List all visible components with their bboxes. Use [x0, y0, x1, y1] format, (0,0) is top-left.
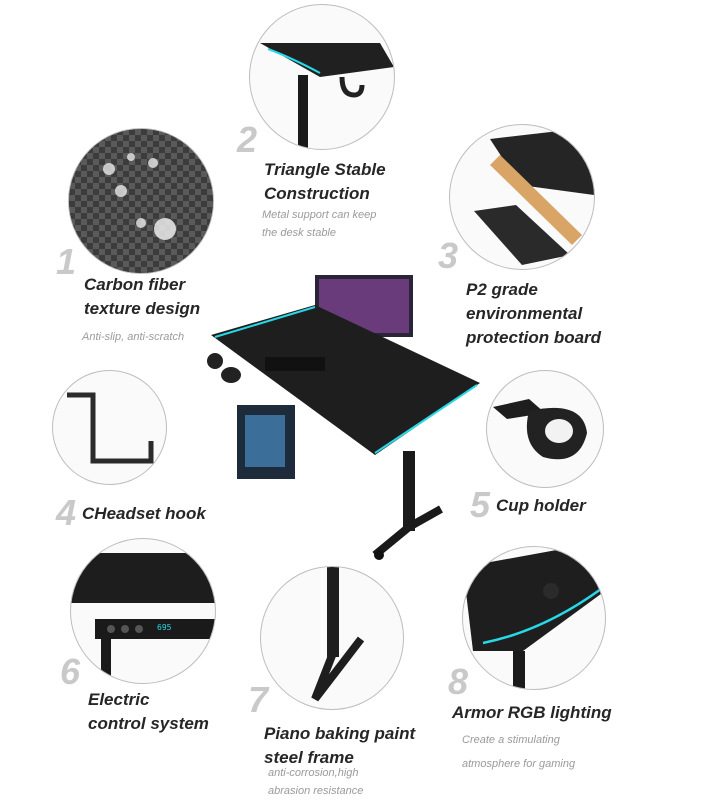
- feature-number-3: 3: [438, 235, 459, 276]
- rgb-lighting-image: [462, 546, 606, 690]
- feature-number-8: 8: [448, 661, 469, 702]
- feature-title-6: Electric control system: [88, 690, 209, 733]
- feature-number-1: 1: [56, 241, 77, 282]
- headset-hook-icon: [67, 392, 154, 464]
- feature-subtitle-1: Anti-slip, anti-scratch: [82, 331, 185, 343]
- carbon-fiber-image: [68, 128, 214, 274]
- feature-title-7: Piano baking paint steel frame: [264, 724, 416, 767]
- carbon-fiber-closeup-icon: [69, 129, 213, 273]
- control-panel-icon: [71, 553, 215, 683]
- steel-leg-icon: [311, 567, 365, 702]
- control-system-image: 695: [70, 538, 216, 684]
- cup-holder-image: [486, 370, 604, 488]
- feature-subtitle-8: Create a stimulating atmosphere for gami…: [462, 734, 576, 770]
- feature-number-5: 5: [470, 484, 491, 525]
- control-display: 695: [157, 623, 172, 632]
- rgb-light-edge-icon: [463, 547, 605, 689]
- feature-subtitle-2: Metal support can keep the desk stable: [262, 209, 377, 239]
- headset-hook-image: [52, 370, 167, 485]
- feature-number-7: 7: [248, 679, 269, 720]
- feature-title-1: Carbon fiber texture design: [84, 275, 201, 318]
- feature-title-3: P2 grade environmental protection board: [466, 280, 602, 347]
- feature-subtitle-7: anti-corrosion,high abrasion resistance: [268, 767, 364, 797]
- gaming-desk-icon: [207, 275, 480, 560]
- desk-corner-frame-icon: [260, 43, 394, 149]
- board-image: [449, 124, 595, 270]
- gaming-desk-image: [185, 265, 495, 575]
- feature-title-2: Triangle Stable Construction: [264, 160, 386, 203]
- feature-number-2: 2: [237, 119, 258, 160]
- triangle-construction-image: [249, 4, 395, 150]
- feature-number-4: 4: [56, 492, 77, 533]
- cup-holder-icon: [493, 399, 587, 460]
- feature-number-6: 6: [60, 651, 81, 692]
- wood-board-layer-icon: [474, 127, 594, 265]
- feature-title-8: Armor RGB lighting: [452, 703, 612, 722]
- steel-frame-image: [260, 566, 404, 710]
